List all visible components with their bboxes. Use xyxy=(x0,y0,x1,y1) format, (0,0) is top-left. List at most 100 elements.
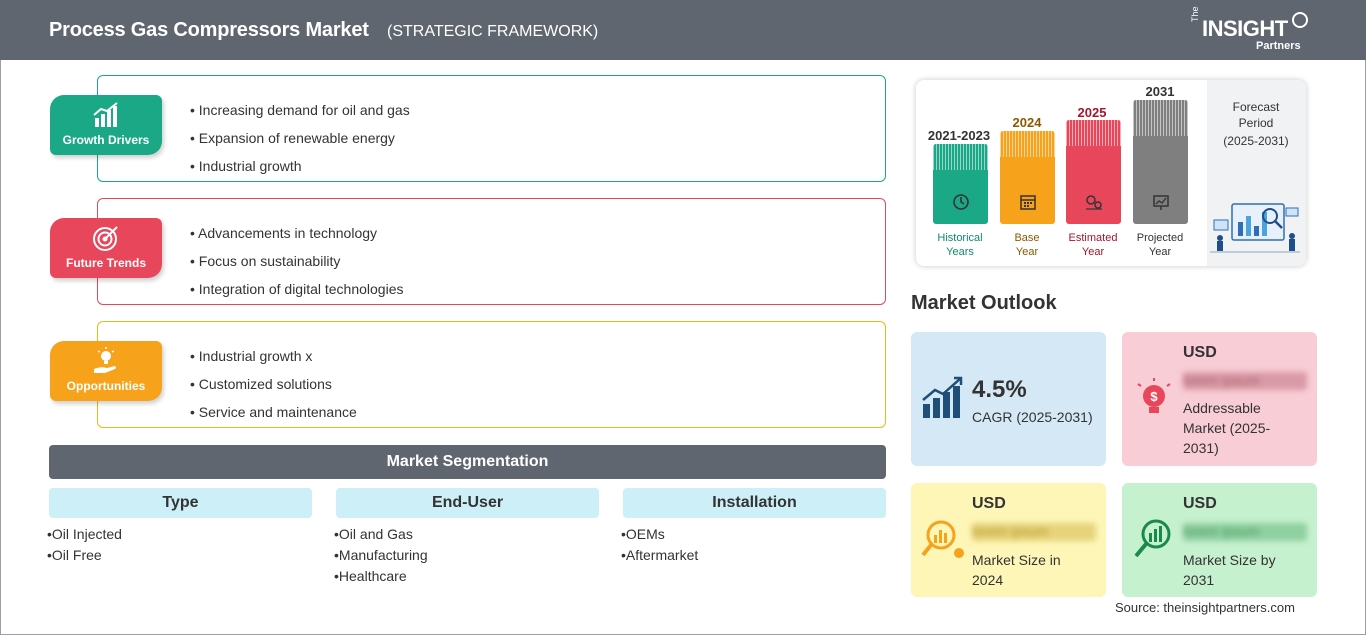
segment-type-list: Oil Injected Oil Free xyxy=(47,524,122,566)
label-projected: Projected Year xyxy=(1125,231,1195,259)
size-2031-value-blurred: lorem ipsum xyxy=(1183,523,1307,541)
addressable-value-blurred: lorem ipsum xyxy=(1183,372,1307,390)
list-item: Oil Free xyxy=(47,545,122,566)
logo-the: The xyxy=(1190,6,1200,22)
segment-end-user-list: Oil and Gas Manufacturing Healthcare xyxy=(334,524,428,587)
target-icon xyxy=(93,226,118,251)
market-size-2024-card: USD lorem ipsum Market Size in 2024 xyxy=(911,483,1106,597)
size-2031-caption-line2: 2031 xyxy=(1183,572,1215,588)
list-item: Advancements in technology xyxy=(190,219,404,247)
segment-installation-heading: Installation xyxy=(623,488,886,518)
list-item: Expansion of renewable energy xyxy=(190,124,410,152)
size-2024-usd: USD xyxy=(972,495,1006,512)
growth-drivers-label: Growth Drivers xyxy=(62,133,150,147)
size-2024-caption-line1: Market Size in xyxy=(972,552,1061,568)
year-historical: 2021-2023 xyxy=(927,128,991,143)
forecast-line3: (2025-2031) xyxy=(1223,134,1289,148)
addressable-value: lorem ipsum xyxy=(1183,372,1260,388)
label-projected-line1: Projected xyxy=(1136,232,1184,244)
bar-base xyxy=(1000,131,1055,224)
future-trends-badge: Future Trends xyxy=(50,218,162,278)
svg-text:$: $ xyxy=(1150,389,1158,404)
addressable-caption-line3: 2031) xyxy=(1183,440,1219,456)
segment-end-user-heading: End-User xyxy=(336,488,599,518)
list-item: Industrial growth xyxy=(190,152,410,180)
growth-drivers-list: Increasing demand for oil and gas Expans… xyxy=(190,96,410,180)
history-icon xyxy=(953,194,969,210)
logo-ring-icon xyxy=(1292,12,1308,28)
list-item: Healthcare xyxy=(334,566,428,587)
size-2024-caption: Market Size in 2024 xyxy=(972,550,1061,590)
logo-insight: INSIGHT xyxy=(1202,16,1288,41)
forecast-period-label: Forecast Period (2025-2031) xyxy=(1206,99,1306,151)
list-item: Aftermarket xyxy=(621,545,698,566)
list-item: Focus on sustainability xyxy=(190,247,404,275)
lightbulb-hand-icon xyxy=(94,347,116,373)
addressable-usd: USD xyxy=(1183,344,1217,361)
header-bar: Process Gas Compressors Market (STRATEGI… xyxy=(0,0,1366,60)
future-trends-label: Future Trends xyxy=(65,256,146,270)
label-base-line2: Year xyxy=(1015,246,1039,258)
cagr-card: 4.5% CAGR (2025-2031) xyxy=(911,332,1106,466)
size-2024-value-blurred: lorem ipsum xyxy=(972,523,1096,541)
market-size-2031-card: USD lorem ipsum Market Size by 2031 xyxy=(1122,483,1317,597)
growth-bars-icon xyxy=(922,376,963,418)
growth-drivers-box: Increasing demand for oil and gas Expans… xyxy=(97,75,886,182)
bar-historical xyxy=(933,144,988,224)
dollar-bulb-icon: $ xyxy=(1137,378,1171,413)
label-base: Base Year xyxy=(992,231,1062,259)
size-2024-caption-line2: 2024 xyxy=(972,572,1004,588)
magnifier-growth-icon xyxy=(1134,519,1171,558)
opportunities-label: Opportunities xyxy=(66,379,146,393)
insight-partners-logo[interactable]: The INSIGHT Partners xyxy=(1188,6,1308,54)
forecast-line1: Forecast xyxy=(1232,100,1280,114)
addressable-market-card: $ USD lorem ipsum Addressable Market (20… xyxy=(1122,332,1317,466)
list-item: Increasing demand for oil and gas xyxy=(190,96,410,124)
label-historical: Historical Years xyxy=(925,231,995,259)
label-historical-line1: Historical xyxy=(937,232,983,244)
market-segmentation-bar: Market Segmentation xyxy=(49,445,886,479)
source-note: Source: theinsightpartners.com xyxy=(1115,600,1295,615)
growth-chart-icon xyxy=(93,102,118,127)
label-estimated: Estimated Year xyxy=(1058,231,1128,259)
label-historical-line2: Years xyxy=(946,246,974,258)
list-item: Service and maintenance xyxy=(190,398,357,426)
future-trends-list: Advancements in technology Focus on sust… xyxy=(190,219,404,303)
year-estimated: 2025 xyxy=(1077,105,1107,120)
label-estimated-line2: Year xyxy=(1081,246,1105,258)
label-base-line1: Base xyxy=(1014,232,1040,244)
cagr-value: 4.5% xyxy=(972,376,1027,403)
list-item: Manufacturing xyxy=(334,545,428,566)
bar-projected xyxy=(1133,100,1188,224)
gears-icon xyxy=(1086,195,1102,210)
presentation-icon xyxy=(1153,195,1169,210)
addressable-caption-line2: Market (2025- xyxy=(1183,420,1271,436)
list-item: Industrial growth x xyxy=(190,342,357,370)
growth-drivers-badge: Growth Drivers xyxy=(50,95,162,155)
magnifier-chart-icon xyxy=(921,520,964,558)
year-projected: 2031 xyxy=(1145,84,1175,99)
label-projected-line2: Year xyxy=(1148,246,1172,258)
label-estimated-line1: Estimated xyxy=(1068,232,1118,244)
opportunities-box: Industrial growth x Customized solutions… xyxy=(97,321,886,428)
addressable-caption: Addressable Market (2025- 2031) xyxy=(1183,398,1270,458)
calendar-icon xyxy=(1020,195,1036,210)
size-2031-caption-line1: Market Size by xyxy=(1183,552,1276,568)
market-outlook-title: Market Outlook xyxy=(911,292,1057,314)
size-2031-caption: Market Size by 2031 xyxy=(1183,550,1276,590)
bar-estimated xyxy=(1066,120,1121,224)
page-title: Process Gas Compressors Market xyxy=(49,19,369,41)
list-item: Oil and Gas xyxy=(334,524,428,545)
list-item: Integration of digital technologies xyxy=(190,275,404,303)
opportunities-list: Industrial growth x Customized solutions… xyxy=(190,342,357,426)
size-2024-value: lorem ipsum xyxy=(972,523,1049,539)
logo-partners: Partners xyxy=(1256,40,1301,52)
size-2031-value: lorem ipsum xyxy=(1183,523,1260,539)
future-trends-box: Advancements in technology Focus on sust… xyxy=(97,198,886,305)
year-base: 2024 xyxy=(1012,115,1042,130)
segment-type-heading: Type xyxy=(49,488,312,518)
size-2031-usd: USD xyxy=(1183,495,1217,512)
list-item: OEMs xyxy=(621,524,698,545)
list-item: Customized solutions xyxy=(190,370,357,398)
analytics-illustration-icon xyxy=(1210,203,1300,253)
